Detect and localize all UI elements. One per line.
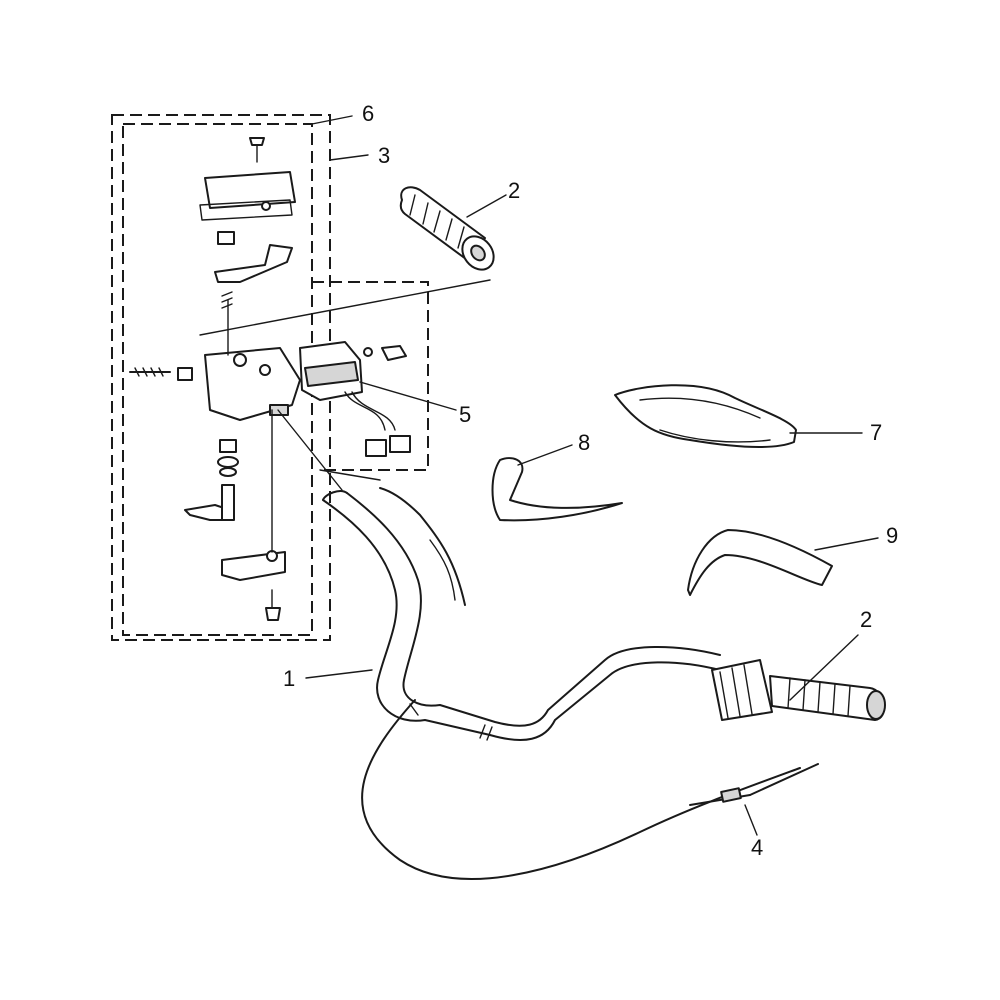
leader-lines [199, 115, 879, 836]
grip-bottom [711, 659, 886, 721]
dashed-group-outline-3 [122, 123, 429, 636]
switch-part-5 [299, 341, 411, 457]
callout-3: 3 [378, 143, 390, 168]
callout-6: 6 [362, 101, 374, 126]
bracket-8 [491, 457, 623, 522]
hand-guard-7 [614, 384, 797, 449]
callout-1: 1 [283, 666, 295, 691]
callout-7: 7 [870, 420, 882, 445]
handlebar [322, 490, 721, 741]
dashed-group-outline-6 [111, 114, 331, 641]
callout-8: 8 [578, 430, 590, 455]
throttle-cable [361, 487, 819, 880]
callout-2-top: 2 [508, 178, 520, 203]
callout-2-bottom: 2 [860, 607, 872, 632]
grip-top [399, 186, 495, 271]
callout-4: 4 [751, 835, 763, 860]
switch-assembly-parts [129, 137, 301, 621]
callout-9: 9 [886, 523, 898, 548]
callout-5: 5 [459, 402, 471, 427]
callout-labels: 1 2 2 3 4 5 6 7 8 9 [283, 101, 898, 860]
bracket-9 [687, 529, 833, 596]
